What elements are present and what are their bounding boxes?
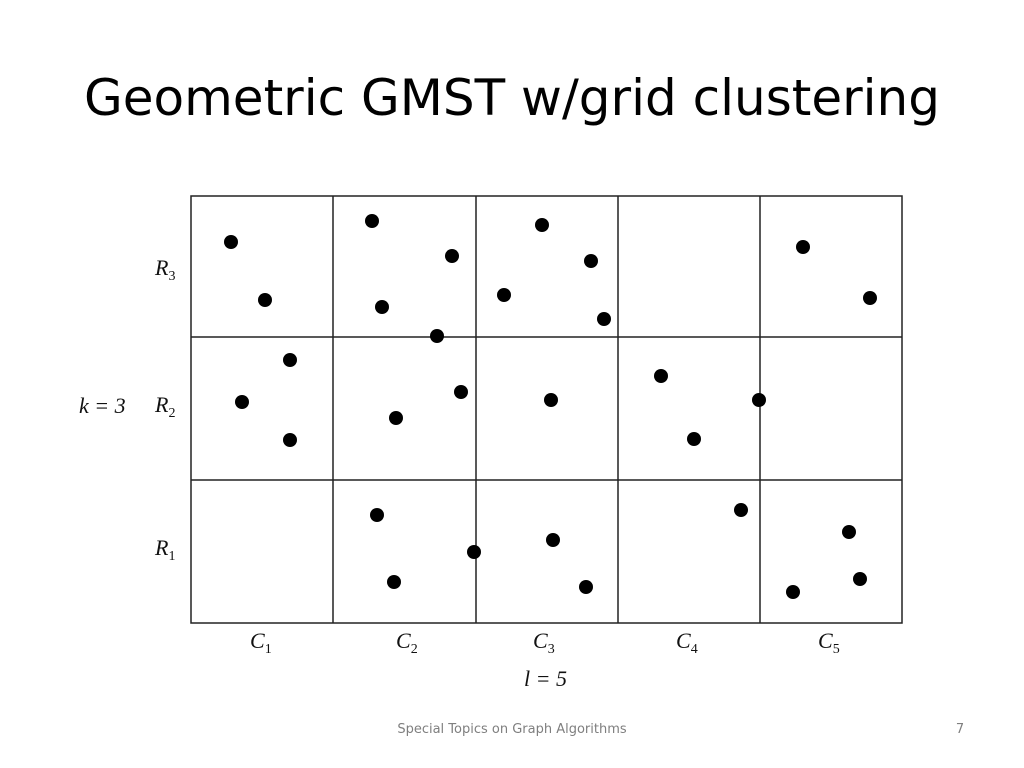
point <box>687 432 701 446</box>
point <box>786 585 800 599</box>
point <box>445 249 459 263</box>
col-label-c3: C3 <box>533 628 555 657</box>
point <box>370 508 384 522</box>
point <box>283 353 297 367</box>
grid-lines <box>190 195 903 624</box>
point <box>365 214 379 228</box>
point <box>224 235 238 249</box>
point <box>258 293 272 307</box>
point <box>283 433 297 447</box>
row-label-r1: R1 <box>154 535 175 564</box>
point <box>387 575 401 589</box>
point <box>544 393 558 407</box>
point <box>584 254 598 268</box>
col-label-c5: C5 <box>818 628 840 657</box>
row-label-r3: R3 <box>154 255 175 284</box>
row-label-r2: R2 <box>154 392 175 421</box>
l-label: l = 5 <box>524 666 567 691</box>
point <box>654 369 668 383</box>
point <box>467 545 481 559</box>
page-number: 7 <box>955 722 965 737</box>
footer-text: Special Topics on Graph Algorithms <box>397 722 627 737</box>
point <box>389 411 403 425</box>
point <box>579 580 593 594</box>
point <box>497 288 511 302</box>
point <box>535 218 549 232</box>
col-label-c2: C2 <box>396 628 418 657</box>
k-label: k = 3 <box>79 393 126 418</box>
point <box>235 395 249 409</box>
grid-outline <box>190 195 903 624</box>
point <box>597 312 611 326</box>
col-label-c4: C4 <box>676 628 698 657</box>
point <box>734 503 748 517</box>
point <box>842 525 856 539</box>
slide-title: Geometric GMST w/grid clustering <box>84 69 940 127</box>
point <box>546 533 560 547</box>
point <box>796 240 810 254</box>
point <box>752 393 766 407</box>
point <box>375 300 389 314</box>
col-label-c1: C1 <box>250 628 272 657</box>
points <box>224 214 877 599</box>
point <box>430 329 444 343</box>
point <box>863 291 877 305</box>
point <box>853 572 867 586</box>
point <box>454 385 468 399</box>
